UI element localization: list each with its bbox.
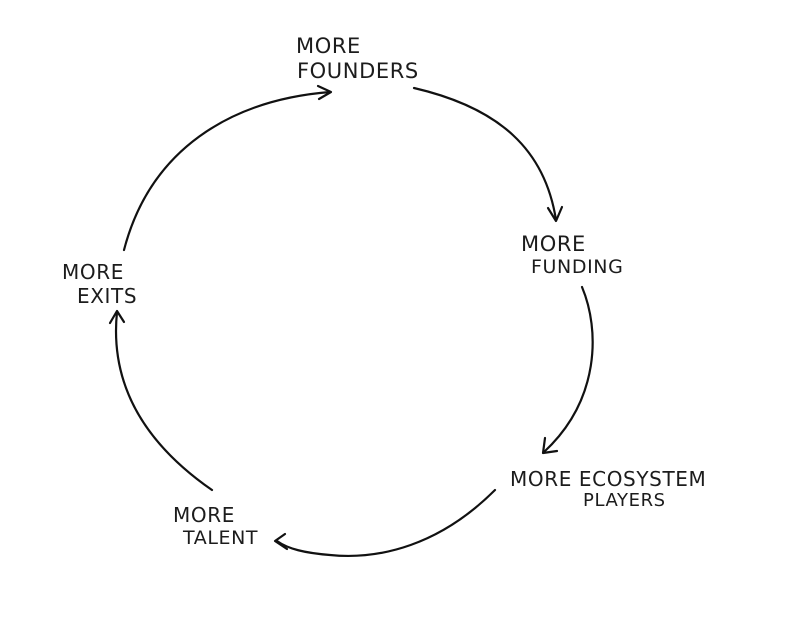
arrow-exits-to-founders [122, 84, 333, 252]
node-funding-line1: MORE [521, 232, 586, 256]
node-more-funding: MORE FUNDING [521, 232, 623, 278]
node-exits-line2: EXITS [77, 284, 137, 308]
node-founders-line1: MORE [296, 34, 361, 58]
arrow-funding-to-ecosystem-line [542, 285, 594, 454]
arrow-exits-to-founders-line [122, 90, 332, 252]
node-exits-line1: MORE [62, 260, 124, 284]
node-funding-line2: FUNDING [531, 256, 623, 278]
arrow-founders-to-funding [412, 86, 564, 223]
node-talent-line2: TALENT [182, 527, 258, 549]
node-ecosystem-line1: MORE ECOSYSTEM [510, 467, 706, 491]
arrow-talent-to-exits-line [114, 310, 214, 492]
arrowhead-exits-icon [108, 309, 126, 325]
arrowhead-funding-icon [546, 205, 564, 223]
node-more-exits: MORE EXITS [62, 260, 137, 308]
arrow-ecosystem-to-talent-line [275, 488, 497, 557]
node-more-talent: MORE TALENT [173, 503, 258, 549]
arrow-funding-to-ecosystem [541, 285, 594, 455]
arrow-founders-to-funding-line [412, 86, 558, 222]
node-talent-line1: MORE [173, 503, 235, 527]
arrowhead-founders-icon [316, 84, 333, 101]
arrow-talent-to-exits [108, 309, 214, 492]
node-more-ecosystem-players: MORE ECOSYSTEM PLAYERS [510, 467, 706, 511]
node-more-founders: MORE FOUNDERS [296, 34, 419, 83]
node-ecosystem-line2: PLAYERS [583, 490, 666, 511]
arrowhead-talent-icon [273, 532, 289, 551]
node-founders-line2: FOUNDERS [297, 59, 419, 83]
arrowhead-ecosystem-icon [541, 436, 559, 455]
arrow-ecosystem-to-talent [273, 488, 497, 557]
